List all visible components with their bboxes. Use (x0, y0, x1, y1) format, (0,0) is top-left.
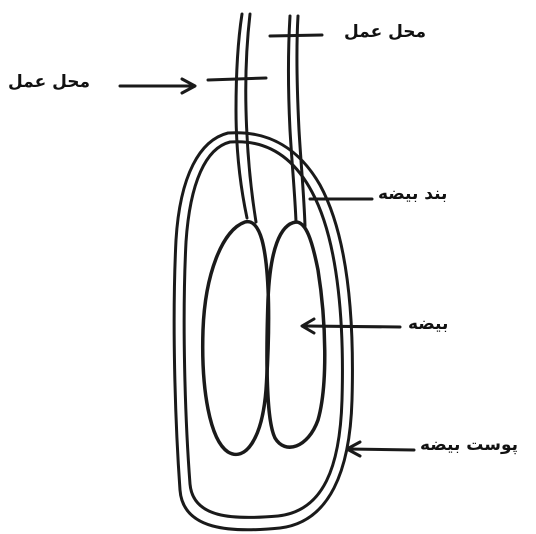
label-scrotum: پوست بیضه (420, 437, 518, 454)
cut-site-marker-top (270, 35, 322, 36)
arrow-scrotum-line (348, 449, 414, 450)
label-testis: بیضه (408, 316, 448, 333)
label-cut-site-top: محل عمل (344, 24, 426, 41)
right-cord-line-b (297, 16, 305, 226)
right-testis (267, 222, 325, 447)
left-testis (203, 222, 269, 455)
right-cord-line-a (289, 16, 297, 222)
label-spermatic-cord: بند بیضه (378, 186, 447, 203)
label-cut-site-left: محل عمل (8, 74, 90, 91)
left-cord-line-b (246, 14, 256, 222)
cut-site-marker-left (208, 78, 266, 80)
arrow-testis-line (304, 326, 400, 327)
